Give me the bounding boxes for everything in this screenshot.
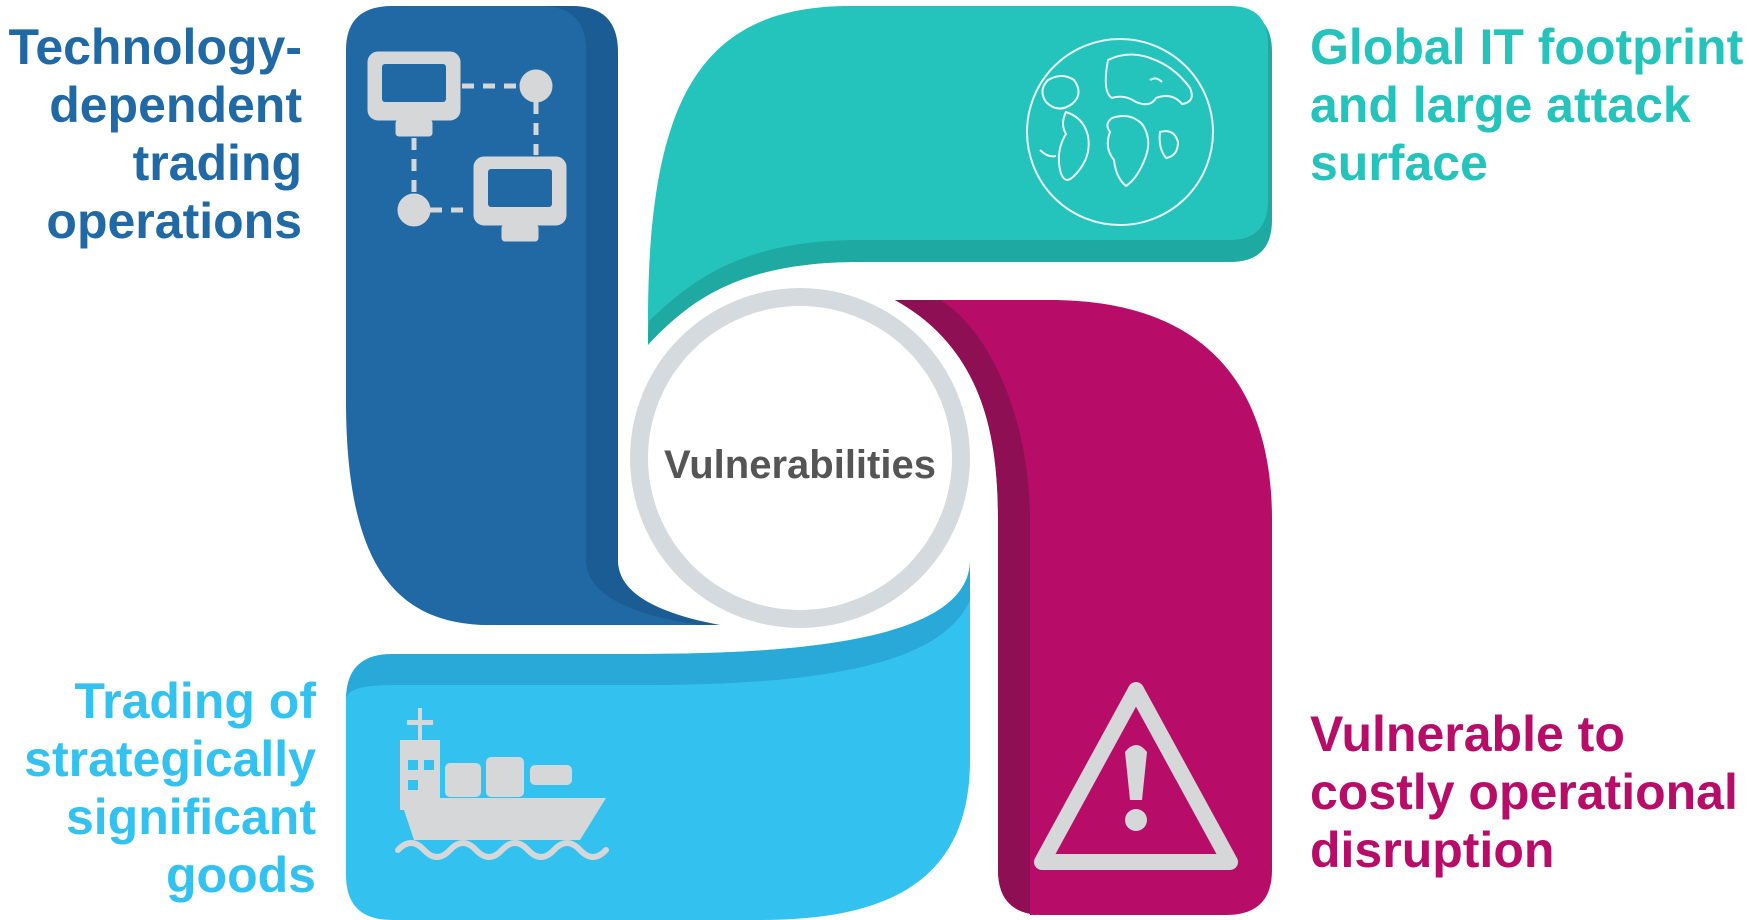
label-line: trading: [132, 135, 302, 191]
label-line: dependent: [49, 77, 302, 133]
band-technology: [346, 6, 720, 625]
globe-icon: [1026, 38, 1214, 226]
center-label: Vulnerabilities: [664, 443, 936, 487]
label-line: Vulnerable to: [1310, 706, 1625, 762]
center-circle: Vulnerabilities: [630, 288, 970, 628]
label-vulnerable-disruption: Vulnerable to costly operational disrupt…: [1310, 705, 1738, 879]
label-line: Technology-: [8, 19, 302, 75]
network-computers-icon: [367, 51, 567, 242]
label-line: Trading of: [74, 673, 316, 729]
label-trading-strategic-goods: Trading of strategically significant goo…: [0, 672, 316, 904]
label-line: and large attack: [1310, 77, 1691, 133]
label-technology-dependent-trading: Technology- dependent trading operations: [0, 18, 302, 250]
label-line: goods: [166, 847, 316, 903]
warning-triangle-icon: [1034, 682, 1238, 870]
cargo-ship-icon: [395, 708, 609, 860]
label-line: costly operational: [1310, 764, 1738, 820]
label-global-it-footprint: Global IT footprint and large attack sur…: [1310, 18, 1743, 192]
label-line: strategically: [24, 731, 316, 787]
label-line: significant: [65, 789, 316, 845]
label-line: operations: [46, 193, 302, 249]
label-line: surface: [1310, 135, 1488, 191]
label-line: Global IT footprint: [1310, 19, 1744, 75]
band-global-it: [648, 6, 1272, 345]
label-line: disruption: [1310, 822, 1555, 878]
